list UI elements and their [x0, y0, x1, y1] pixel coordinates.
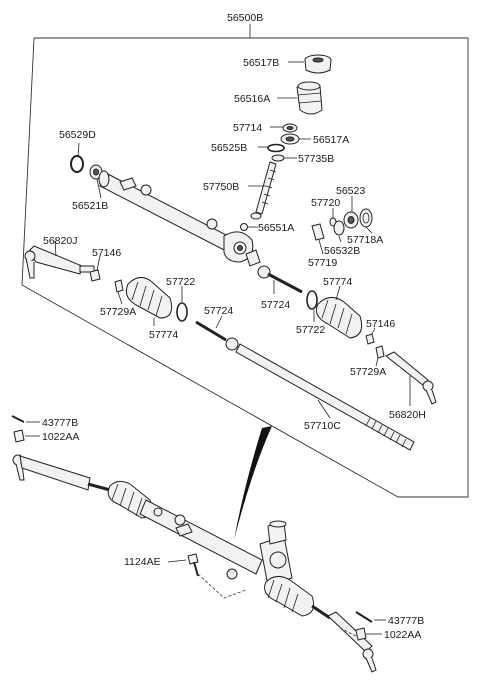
label-43777B-top: 43777B [42, 417, 78, 429]
label-57729A-right: 57729A [350, 366, 386, 378]
label-43777B-bottom: 43777B [388, 615, 424, 627]
tie-rod-end-56820H [385, 351, 437, 405]
inner-tie-rod-57724-right [257, 265, 303, 294]
seal-57714 [282, 123, 298, 133]
assembly-bolt-43777B-top [11, 415, 25, 423]
seal-ring-56529D [70, 155, 84, 173]
label-57724-center: 57724 [204, 305, 233, 317]
spring-56532B [333, 220, 345, 236]
label-57718A: 57718A [347, 234, 383, 246]
label-56525B: 56525B [211, 142, 247, 154]
label-57722-right: 57722 [296, 324, 325, 336]
bolt-56551A [240, 223, 248, 231]
label-56517B: 56517B [243, 57, 279, 69]
assembled-steering-gear [12, 454, 377, 673]
assembly-bolt-43777B-bottom [355, 611, 373, 623]
label-1124AE: 1124AE [124, 556, 161, 568]
nut-57146-left [89, 269, 101, 282]
label-57719: 57719 [308, 257, 337, 269]
bearing-56517A [280, 133, 300, 145]
nut-57146-right [365, 333, 375, 345]
mount-bolt-1124AE [187, 553, 199, 577]
label-57146-left: 57146 [92, 247, 121, 259]
clip-57729A-right [375, 345, 385, 359]
assembly-nut-1022AA-bottom [355, 627, 367, 641]
divider-stroke [234, 426, 272, 540]
label-57710C: 57710C [304, 420, 341, 432]
label-57735B: 57735B [298, 153, 334, 165]
yoke-57719 [311, 223, 325, 241]
label-57720: 57720 [311, 197, 340, 209]
washer-57735B [271, 154, 285, 162]
label-56820J: 56820J [43, 235, 77, 247]
label-57722-left: 57722 [166, 276, 195, 288]
label-56517A: 56517A [313, 134, 349, 146]
label-57774-left: 57774 [149, 329, 178, 341]
label-56500B: 56500B [227, 12, 263, 24]
tie-rod-end-56820J [24, 245, 95, 279]
rack-housing-upper [98, 170, 261, 267]
exploded-view-frame [21, 24, 469, 498]
lock-nut-56523 [343, 211, 359, 229]
boot-57774-left [125, 277, 173, 319]
label-57146-right: 57146 [366, 318, 395, 330]
label-1022AA-top: 1022AA [42, 431, 79, 443]
inner-tie-rod-57724-center [195, 320, 239, 351]
pinion-shaft-57750B [250, 161, 277, 220]
label-56516A: 56516A [234, 93, 270, 105]
boot-57774-right [315, 297, 363, 339]
ring-57718A [359, 208, 373, 228]
label-57724-right: 57724 [261, 299, 290, 311]
label-57714: 57714 [233, 122, 262, 134]
label-1022AA-bottom: 1022AA [384, 629, 421, 641]
pinion-cap-56517B [304, 54, 332, 74]
clamp-57722-right [306, 290, 318, 310]
label-57774-right: 57774 [323, 276, 352, 288]
label-56523: 56523 [336, 185, 365, 197]
clamp-57722-left [176, 302, 188, 322]
snap-ring-56525B [267, 143, 285, 153]
rack-bar-57710C [235, 343, 415, 451]
label-56551A: 56551A [258, 222, 294, 234]
label-57750B: 57750B [203, 181, 239, 193]
label-56529D: 56529D [59, 129, 96, 141]
label-56521B: 56521B [72, 200, 108, 212]
label-57729A-left: 57729A [100, 306, 136, 318]
clip-57729A-left [114, 279, 124, 293]
assembly-nut-1022AA-top [13, 429, 25, 443]
pinion-boot-56516A [296, 81, 323, 115]
label-56532B: 56532B [324, 245, 360, 257]
label-56820H: 56820H [389, 409, 426, 421]
